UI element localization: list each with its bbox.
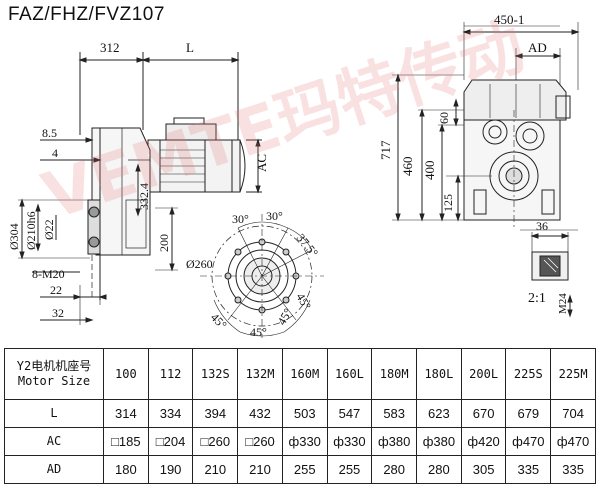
- table-cell: 210: [192, 455, 239, 484]
- dim-717: 717: [378, 140, 393, 160]
- table-cell: ф330: [281, 427, 328, 456]
- size-cell: 200L: [460, 348, 507, 400]
- dim-312: 312: [100, 40, 120, 55]
- table-cell: 305: [460, 455, 507, 484]
- row-label: L: [4, 399, 104, 428]
- dim-450: 450-1: [494, 12, 524, 27]
- dim-400: 400: [422, 161, 437, 181]
- size-cell: 132S: [192, 348, 239, 400]
- angle-45-right: 45°: [274, 306, 295, 328]
- table-cell: 180: [103, 455, 149, 484]
- table-cell: 394: [192, 399, 239, 428]
- dim-460: 460: [400, 157, 415, 177]
- table-cell: □260: [192, 427, 239, 456]
- table-cell: 547: [326, 399, 373, 428]
- table-cell: 335: [550, 455, 596, 484]
- dim-200: 200: [157, 234, 171, 252]
- table-cell: 432: [237, 399, 283, 428]
- dim-4: 4: [52, 146, 58, 160]
- motor-size-header: Y2电机机座号 Motor Size: [4, 348, 104, 400]
- table-cell: 314: [103, 399, 149, 428]
- size-cell: 132M: [237, 348, 283, 400]
- size-cell: 160M: [281, 348, 328, 400]
- table-row-ad: AD 180 190 210 210 255 255 280 280 305 3…: [4, 455, 596, 484]
- size-cell: 100: [103, 348, 149, 400]
- table-cell: 679: [505, 399, 552, 428]
- table-cell: 583: [371, 399, 418, 428]
- size-cell: 112: [147, 348, 194, 400]
- dim-ad: AD: [528, 40, 547, 55]
- scale-ratio: 2:1: [528, 291, 546, 306]
- dim-ac: AC: [254, 154, 269, 172]
- angle-30-right: 30°: [266, 209, 283, 223]
- table-cell: ф380: [416, 427, 462, 456]
- table-header-row: Y2电机机座号 Motor Size 100 112 132S 132M 160…: [4, 348, 596, 400]
- dim-22: 22: [50, 283, 62, 297]
- angle-30-left: 30°: [232, 212, 249, 226]
- row-label: AD: [4, 455, 104, 484]
- table-row-ac: AC □185 □204 □260 □260 ф330 ф330 ф380 ф3…: [4, 427, 596, 456]
- header-en: Motor Size: [17, 374, 91, 388]
- size-cell: 180L: [416, 348, 462, 400]
- header-cn: Y2电机机座号: [16, 359, 92, 373]
- dim-125: 125: [441, 194, 455, 212]
- dim-l: L: [186, 40, 194, 55]
- size-cell: 160L: [326, 348, 373, 400]
- angle-45-left: 45°: [208, 310, 230, 332]
- table-cell: ф380: [371, 427, 418, 456]
- table-cell: 623: [416, 399, 462, 428]
- dim-332-4: 332.4: [137, 183, 151, 210]
- table-cell: 255: [326, 455, 373, 484]
- dim-8-5: 8.5: [42, 126, 57, 140]
- table-row-l: L 314 334 394 432 503 547 583 623 670 67…: [4, 399, 596, 428]
- table-cell: □185: [103, 427, 149, 456]
- table-cell: 670: [460, 399, 507, 428]
- table-cell: 503: [281, 399, 328, 428]
- spec-table: Y2电机机座号 Motor Size 100 112 132S 132M 160…: [4, 348, 596, 484]
- dim-260: Ø260: [186, 257, 213, 271]
- dim-32: 32: [52, 306, 64, 320]
- table-cell: 280: [416, 455, 462, 484]
- dim-36: 36: [536, 219, 548, 233]
- table-cell: ф420: [460, 427, 507, 456]
- table-cell: 335: [505, 455, 552, 484]
- dim-304: Ø304: [7, 223, 21, 250]
- angle-45-bottom: 45°: [250, 325, 267, 339]
- table-cell: 280: [371, 455, 418, 484]
- angle-37-5: 37.5°: [294, 231, 321, 260]
- technical-drawing: 312 L 8.5 4 AC 332.4 Ø304 Ø210h6 Ø22 200…: [7, 12, 580, 339]
- table-cell: 190: [147, 455, 194, 484]
- size-cell: 225S: [505, 348, 552, 400]
- table-cell: 704: [550, 399, 596, 428]
- table-cell: 210: [237, 455, 283, 484]
- table-cell: 255: [281, 455, 328, 484]
- table-cell: □260: [237, 427, 283, 456]
- dim-210h6: Ø210h6: [24, 211, 38, 250]
- dim-60: 60: [437, 112, 451, 124]
- table-cell: 334: [147, 399, 194, 428]
- row-label: AC: [4, 427, 104, 456]
- angle-45-right-top: 45°: [293, 291, 314, 313]
- size-cell: 225M: [550, 348, 596, 400]
- dim-22-dia: Ø22: [42, 219, 56, 240]
- table-cell: □204: [147, 427, 194, 456]
- table-cell: ф470: [550, 427, 596, 456]
- dim-m24: M24: [557, 293, 569, 314]
- table-cell: ф470: [505, 427, 552, 456]
- table-cell: ф330: [326, 427, 373, 456]
- size-cell: 180M: [371, 348, 418, 400]
- dim-8-m20: 8-M20: [32, 267, 65, 281]
- drawing-title: FAZ/FHZ/FVZ107: [8, 4, 165, 25]
